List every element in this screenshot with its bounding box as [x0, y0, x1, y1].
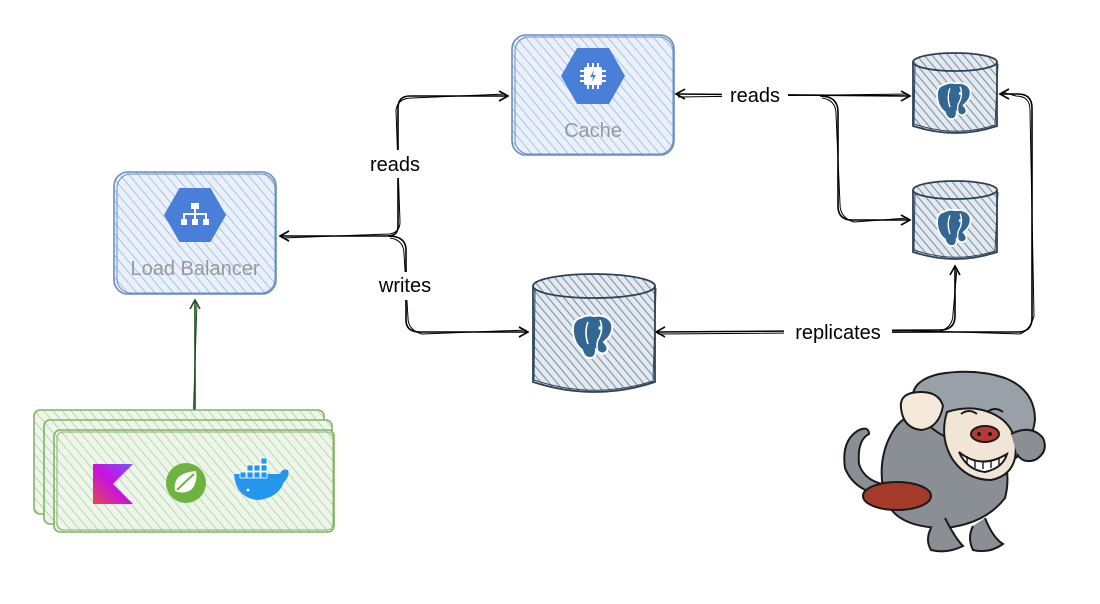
edge-label-reads-lb: reads	[370, 154, 420, 176]
baboon-cartoon-icon	[843, 370, 1046, 553]
edge-cache-to-replica-2	[819, 95, 912, 226]
postgresql-elephant-icon	[936, 81, 972, 120]
kotlin-logo-icon	[93, 464, 133, 504]
load-balancer-node[interactable]: Load Balancer	[113, 171, 277, 295]
edges	[278, 88, 1035, 338]
edge-labels: reads writes reads replicates	[362, 82, 892, 346]
load-balancer-label: Load Balancer	[131, 258, 260, 280]
edge-lb-to-primary-sketch	[389, 237, 527, 335]
edge-label-writes: writes	[378, 275, 431, 297]
edge-cache-to-replica-1-sketch	[677, 93, 909, 98]
edge-primary-replicates-outer-sketch	[891, 91, 1035, 335]
spring-leaf-icon	[166, 463, 206, 503]
chip-icon	[561, 48, 625, 104]
edge-lb-to-app	[189, 298, 201, 430]
postgresql-elephant-icon	[571, 314, 614, 360]
app-service-node[interactable]	[33, 409, 335, 533]
postgresql-elephant-icon	[936, 208, 972, 247]
cache-label: Cache	[564, 120, 622, 142]
replica-db-2-node[interactable]	[912, 180, 999, 260]
edge-label-reads-cache: reads	[730, 85, 780, 107]
edge-cache-to-replica-2-sketch	[821, 97, 909, 223]
edge-primary-replicates	[654, 264, 961, 338]
network-hierarchy-icon	[164, 188, 226, 242]
cache-node[interactable]: Cache	[511, 34, 675, 156]
primary-db-node[interactable]	[532, 273, 657, 393]
docker-whale-icon	[234, 457, 289, 500]
edge-label-replicates: replicates	[795, 322, 881, 344]
replica-db-1-node[interactable]	[912, 52, 999, 134]
